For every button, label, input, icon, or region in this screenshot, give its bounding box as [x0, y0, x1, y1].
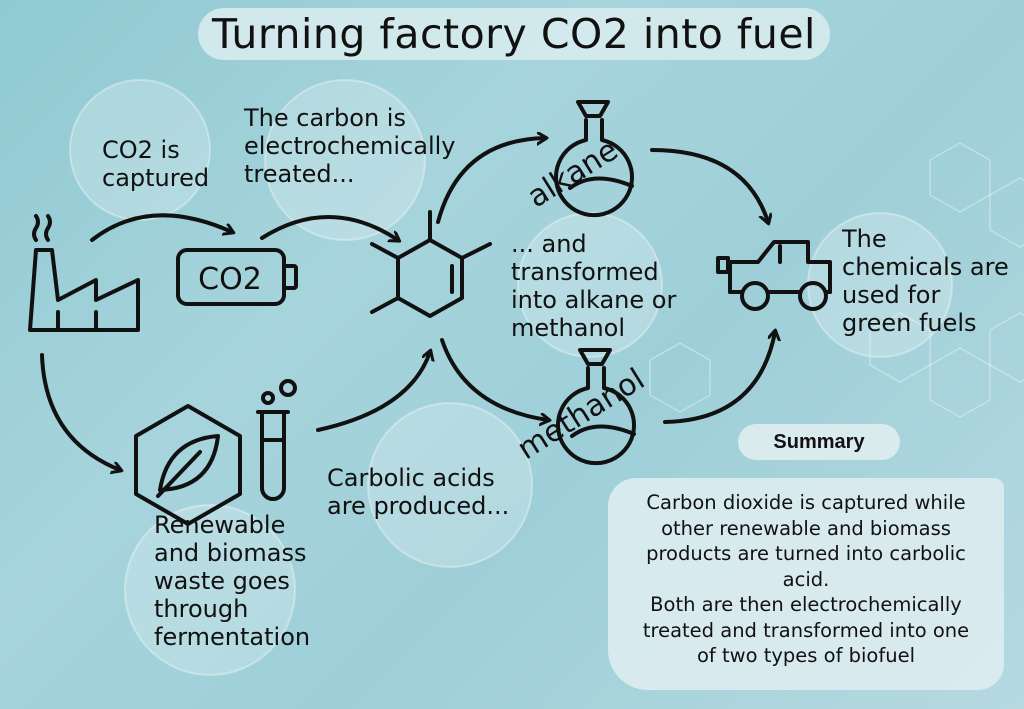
step-treated: The carbon is electrochemically treated.… [244, 104, 456, 188]
summary-line: of two types of biofuel [697, 644, 915, 667]
arrow-factory-to-battery [90, 213, 232, 242]
test-tube-icon [256, 379, 297, 501]
summary-box: Carbon dioxide is captured while other r… [608, 478, 1004, 690]
step-fermentation: Renewable and biomass waste goes through… [154, 511, 311, 651]
arrow-molecule-to-methanol [440, 338, 548, 420]
battery-label: CO2 [198, 262, 262, 297]
arrow-biomass-to-molecule [316, 352, 430, 432]
molecule-icon [370, 210, 492, 318]
arrow-battery-to-molecule [260, 215, 398, 240]
flask-icon [554, 100, 634, 218]
summary-line: Carbon dioxide is captured while [646, 491, 966, 514]
arrow-molecule-to-alkane [436, 138, 545, 224]
step-transformed: ... and transformed into alkane or metha… [511, 230, 677, 342]
flask-icon [556, 348, 636, 466]
leaf-hexagon-icon [134, 404, 242, 526]
summary-line: acid. [782, 567, 830, 591]
car-icon [716, 240, 832, 311]
summary-line: products are turned into carbolic [646, 542, 966, 565]
step-acids: Carbolic acids are produced... [327, 464, 510, 520]
arrow-factory-to-biomass [40, 353, 120, 470]
factory-icon [28, 214, 140, 332]
summary-line: other renewable and biomass [661, 516, 951, 540]
step-captured: CO2 is captured [102, 136, 210, 192]
title-pill: Turning factory CO2 into fuel [198, 8, 830, 60]
page-title: Turning factory CO2 into fuel [212, 10, 816, 58]
arrow-methanol-to-car [663, 332, 775, 424]
battery-icon [176, 248, 298, 306]
summary-line: Both are then electrochemically [650, 593, 962, 616]
arrow-alkane-to-car [650, 148, 768, 222]
summary-title: Summary [773, 430, 865, 453]
summary-line: treated and transformed into one [642, 618, 970, 642]
step-used: The chemicals are used for green fuels [842, 225, 1009, 337]
summary-heading-pill: Summary [738, 424, 900, 460]
